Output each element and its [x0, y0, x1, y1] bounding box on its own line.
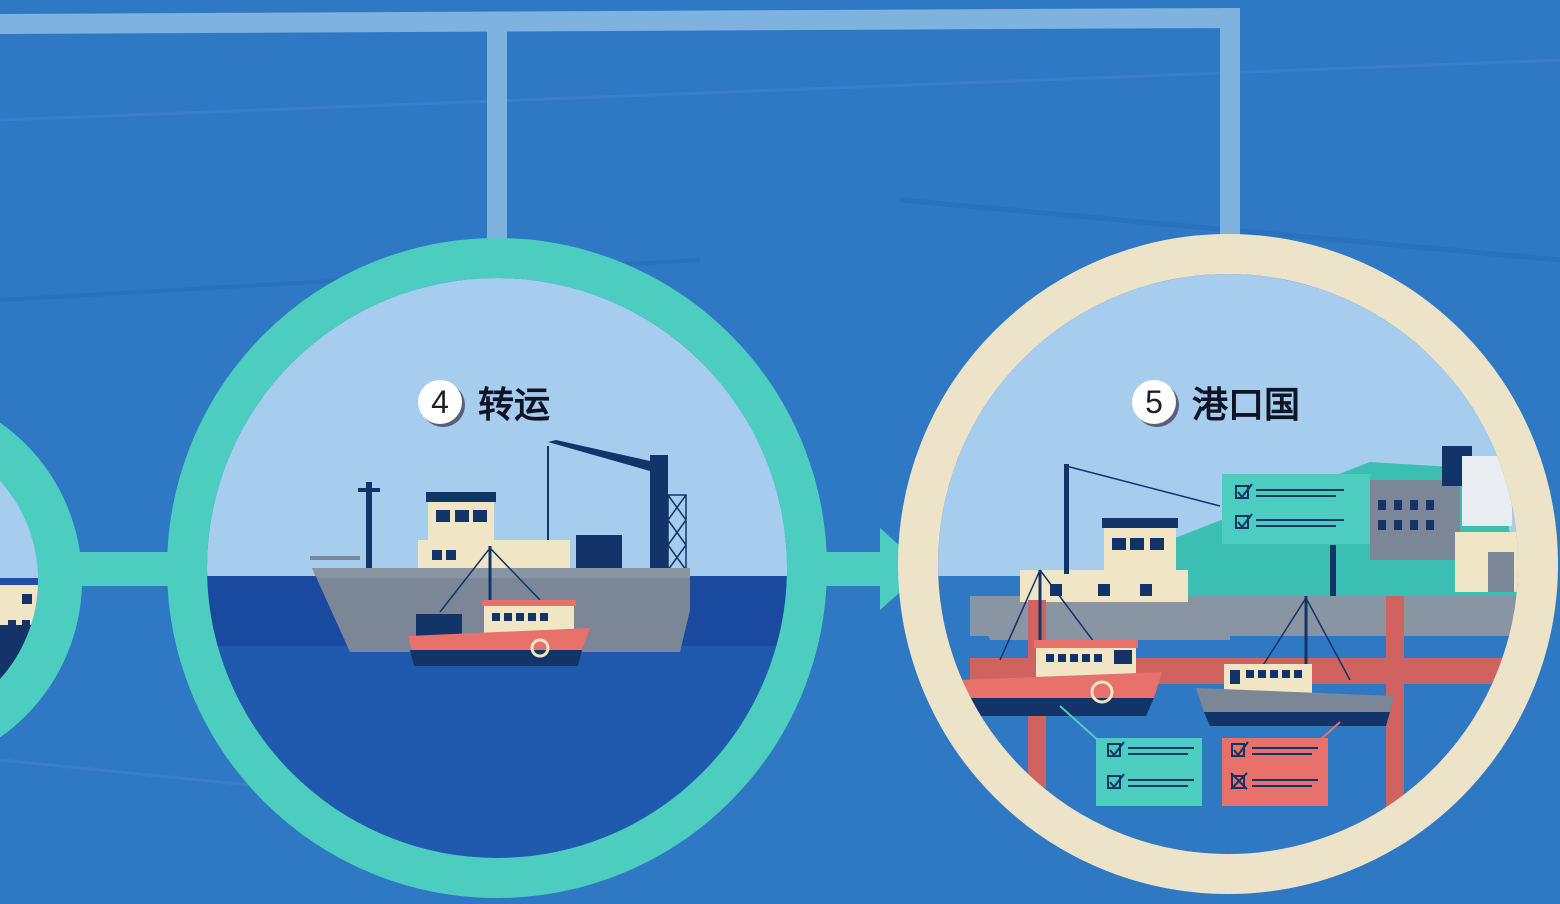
step-5-title: 港口国: [1192, 385, 1301, 426]
cross-icon: [1230, 772, 1248, 790]
step-5-ring: [898, 234, 1558, 894]
fishing-boat: [408, 546, 590, 666]
fishing-boat: [960, 569, 1162, 716]
check-icon: [1233, 741, 1249, 757]
top-connector: [0, 7, 1241, 260]
checklist-card: [1222, 474, 1370, 544]
checklist-card: [1059, 705, 1202, 806]
step-4-label: 4 转运: [418, 376, 550, 428]
check-icon: [1237, 483, 1253, 499]
step-4-ring: [167, 238, 827, 898]
check-icon: [1237, 513, 1253, 529]
step-5-scene: [898, 234, 1558, 894]
step-4-title: 转运: [478, 385, 551, 426]
crane: [547, 440, 687, 610]
check-icon: [1109, 741, 1125, 757]
step-5-number-badge: 5: [1132, 380, 1176, 424]
step-4-scene: [167, 238, 827, 898]
fishing-boat: [1196, 596, 1394, 726]
step-4-number-badge: 4: [418, 380, 462, 424]
checklist-card: [1222, 721, 1341, 806]
step-5-label: 5 港口国: [1132, 376, 1300, 428]
check-icon: [1109, 773, 1125, 789]
